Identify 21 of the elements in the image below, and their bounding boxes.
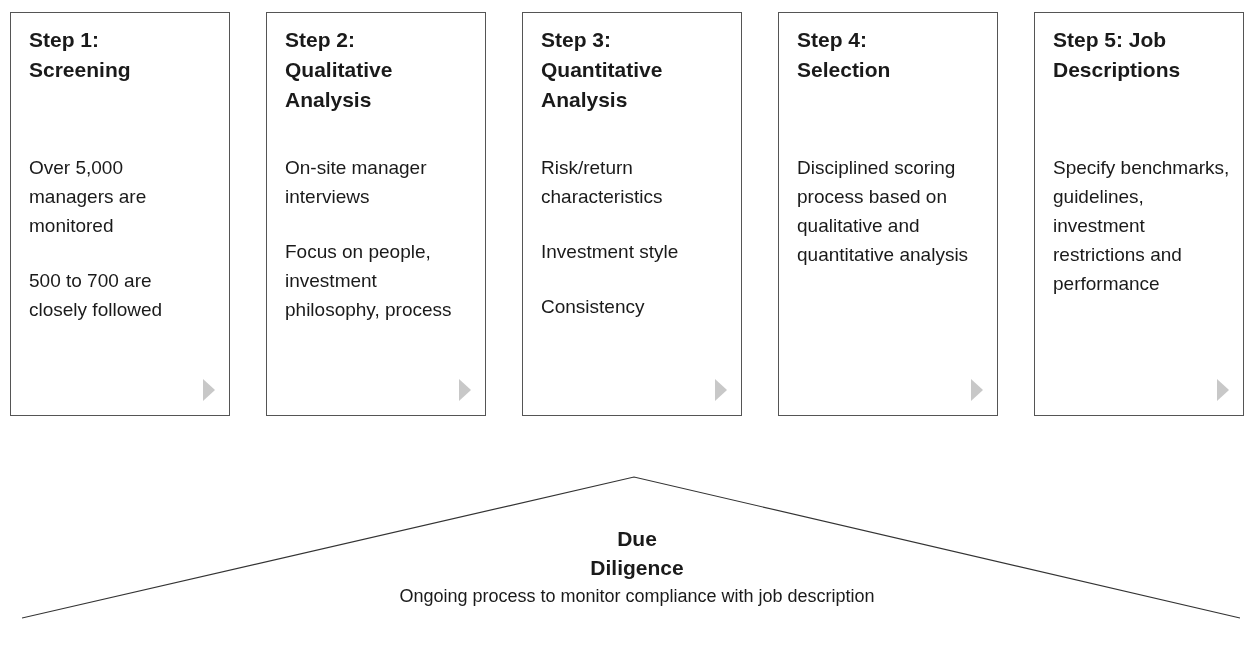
step-heading: Step 3: Quantitative Analysis bbox=[541, 27, 664, 113]
step-box bbox=[778, 12, 998, 416]
step-heading: Step 2: Qualitative Analysis bbox=[285, 27, 394, 113]
step-box bbox=[10, 12, 230, 416]
step-description: Disciplined scoring process based on qualitative and quantitative analysis bbox=[797, 156, 970, 267]
step-description: Consistency bbox=[541, 295, 646, 319]
step-heading: Step 1: Screening bbox=[29, 27, 132, 83]
step-box bbox=[1034, 12, 1244, 416]
step-description: On-site manager interviews bbox=[285, 156, 428, 209]
roof-description: Ongoing process to monitor compliance with job description bbox=[398, 585, 876, 608]
step-description: Investment style bbox=[541, 240, 680, 264]
step-description: Focus on people, investment philosophy, process bbox=[285, 240, 453, 322]
step-heading: Step 5: Job Descriptions bbox=[1053, 27, 1182, 83]
step-box bbox=[266, 12, 486, 416]
roof-heading: Due Diligence bbox=[589, 526, 685, 581]
step-description: Risk/return characteristics bbox=[541, 156, 664, 209]
step-description: 500 to 700 are closely followed bbox=[29, 269, 164, 322]
step-box bbox=[522, 12, 742, 416]
step-heading: Step 4: Selection bbox=[797, 27, 892, 83]
step-description: Specify benchmarks, guidelines, investment restrictions and performance bbox=[1053, 156, 1231, 296]
step-description: Over 5,000 managers are monitored bbox=[29, 156, 148, 238]
